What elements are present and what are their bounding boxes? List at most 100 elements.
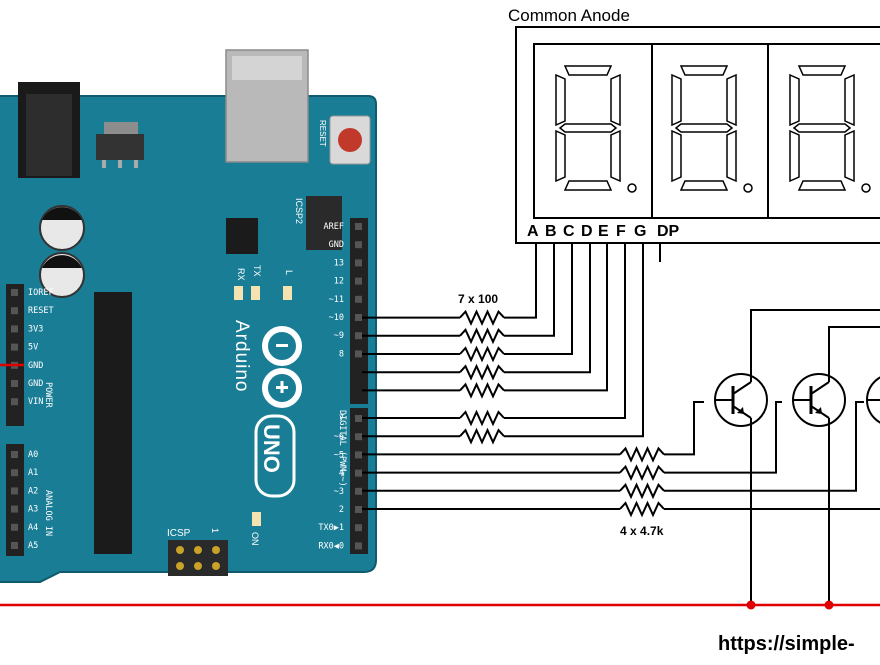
wire — [664, 401, 782, 474]
segment — [844, 73, 855, 127]
resistor — [619, 482, 665, 500]
segment — [671, 129, 682, 183]
header-pin — [11, 289, 18, 296]
digital-header-bottom — [350, 408, 368, 554]
digital-label: DIGITAL (PWM=~) — [337, 410, 347, 487]
pin-label: 2 — [339, 505, 344, 515]
wire — [504, 243, 573, 355]
base-resistor-label: 4 x 4.7k — [620, 524, 664, 538]
pin-letter: C — [563, 223, 575, 240]
pin-label: ~10 — [329, 313, 344, 323]
segment — [792, 123, 852, 133]
pin-label: ~9 — [334, 331, 344, 341]
header-pin — [355, 433, 362, 441]
pin-label: AREF — [324, 222, 344, 232]
junction-dot — [746, 600, 756, 610]
segment-resistor-label: 7 x 100 — [458, 292, 498, 306]
pin-letter: A — [527, 223, 539, 240]
header-pin — [11, 523, 18, 531]
digit — [671, 65, 753, 193]
pin-label: 12 — [334, 277, 344, 287]
segment — [679, 65, 729, 76]
header-pin — [355, 332, 362, 340]
digit — [789, 65, 871, 193]
pin-letter: F — [616, 223, 626, 240]
header-pin — [355, 487, 362, 495]
icsp-header — [168, 540, 228, 576]
pnp-transistor — [866, 376, 880, 424]
display-title: Common Anode — [508, 6, 630, 25]
pin-label: A1 — [28, 468, 38, 478]
capacitor-2 — [39, 252, 85, 298]
segment — [679, 180, 729, 191]
arduino-uno-board: RESET ICSP2 RX TX L ON — [0, 49, 377, 583]
segment — [797, 180, 847, 191]
pin-label: GND — [28, 379, 43, 389]
segment — [558, 123, 618, 133]
segment — [610, 73, 621, 127]
header-pin — [355, 350, 362, 358]
header-pin — [355, 506, 362, 513]
pin-label: 3V3 — [28, 324, 43, 334]
resistor — [459, 309, 505, 327]
dc-power-jack — [18, 82, 80, 178]
header-pin — [355, 223, 362, 230]
pin-label: A0 — [28, 450, 38, 460]
pin-label: RX0◀0 — [318, 541, 344, 551]
resistor — [619, 500, 665, 518]
reset-label: RESET — [318, 120, 327, 147]
seven-segment-display — [515, 26, 880, 244]
header-pin — [11, 398, 18, 406]
decimal-point — [743, 183, 753, 193]
power-header — [6, 284, 24, 426]
source-url: https://simple- — [718, 633, 855, 655]
segment — [674, 123, 734, 133]
pin-letter: DP — [657, 223, 680, 240]
wire — [664, 401, 864, 492]
segment — [844, 129, 855, 183]
segment — [555, 73, 566, 127]
status-leds — [234, 286, 292, 526]
header-pin — [11, 542, 18, 549]
header-pin — [11, 451, 18, 458]
wire — [504, 243, 626, 419]
uno-label: UNO — [259, 424, 284, 473]
atmega-chip — [94, 292, 132, 554]
header-pin — [11, 380, 18, 387]
capacitor-1 — [39, 205, 85, 251]
usb-connector — [225, 49, 309, 163]
resistor — [459, 409, 505, 427]
segment — [789, 73, 800, 127]
digit — [555, 65, 637, 193]
pin-label: IOREF — [28, 288, 54, 298]
pin-label: GND — [28, 361, 43, 371]
pin-label: A3 — [28, 505, 38, 515]
pin-label: RESET — [28, 306, 54, 316]
analog-header — [6, 444, 24, 556]
pin-label: A5 — [28, 541, 38, 551]
wire — [828, 326, 880, 380]
header-pin — [11, 307, 18, 315]
wire — [504, 243, 537, 319]
pin-labels: IOREFRESET3V35VGNDGNDVINA0A1A2A3A4A5AREF… — [28, 222, 344, 551]
digital-header-top — [350, 218, 368, 404]
header-pin — [355, 524, 362, 532]
icsp2-label: ICSP2 — [294, 198, 304, 224]
l-label: L — [284, 270, 294, 275]
uno-badge — [254, 414, 296, 498]
pin-label: A2 — [28, 486, 38, 496]
header-pin — [11, 469, 18, 477]
header-pin — [355, 259, 362, 267]
arduino-logo — [262, 326, 302, 408]
icsp-label: ICSP — [167, 528, 191, 539]
pin-label: TX0▶1 — [318, 523, 344, 533]
transistors — [714, 373, 880, 427]
segment — [555, 129, 566, 183]
header-pin — [355, 542, 362, 550]
wire — [504, 243, 608, 392]
header-pin — [355, 295, 362, 303]
pnp-transistor — [714, 373, 768, 427]
pin-label: VIN — [28, 397, 43, 407]
